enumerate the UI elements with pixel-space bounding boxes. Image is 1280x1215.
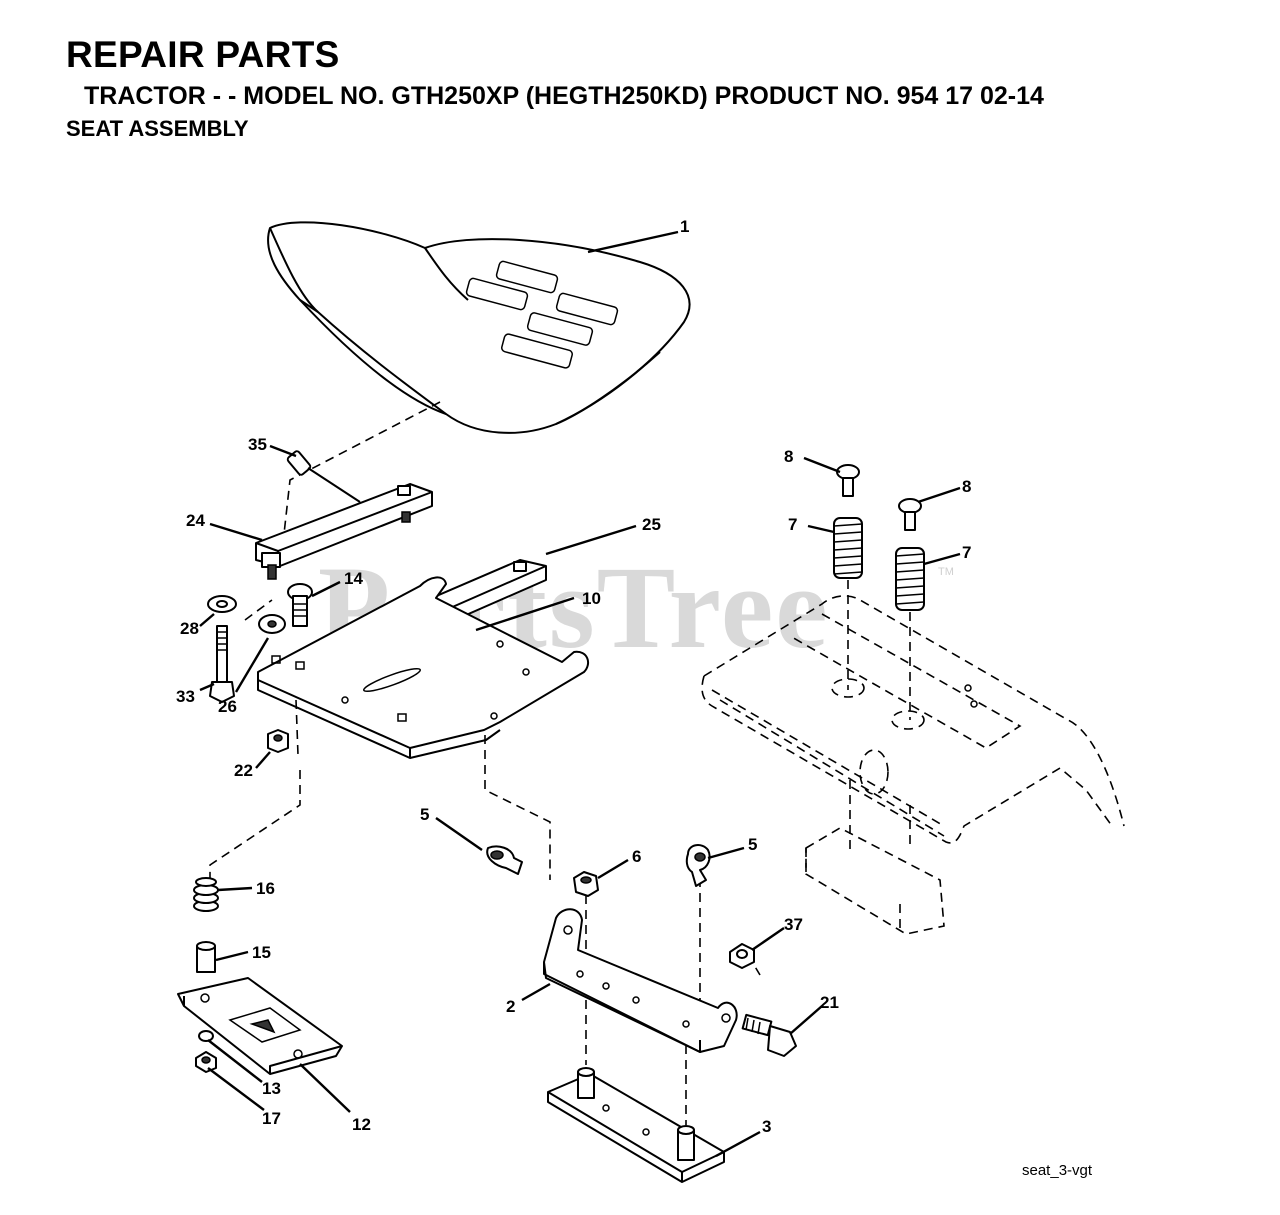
leader-lines (199, 230, 961, 1158)
callout-22: 22 (234, 761, 253, 780)
callout-28: 28 (180, 619, 199, 638)
callout-5-right: 5 (748, 835, 757, 854)
section-title: SEAT ASSEMBLY (66, 116, 249, 141)
seat-switch-drawing (286, 450, 361, 503)
model-line: TRACTOR - - MODEL NO. GTH250XP (HEGTH250… (84, 82, 1044, 110)
callout-33: 33 (176, 687, 195, 706)
callout-3: 3 (762, 1117, 771, 1136)
washer-28-drawing (207, 595, 237, 613)
callout-1: 1 (680, 217, 689, 236)
callout-26: 26 (218, 697, 237, 716)
callout-37: 37 (784, 915, 803, 934)
nut-6-drawing (573, 871, 599, 897)
callout-24: 24 (186, 511, 205, 530)
callout-13: 13 (262, 1079, 281, 1098)
seat-drawing (267, 221, 691, 434)
callout-25: 25 (642, 515, 661, 534)
slide-rail-24-drawing (255, 483, 433, 580)
callout-16: 16 (256, 879, 275, 898)
callout-14: 14 (344, 569, 363, 588)
bolt-21-drawing (741, 1013, 797, 1057)
nut-37-drawing (729, 943, 755, 969)
bolt-8-right-drawing (898, 498, 922, 531)
pivot-bracket-2-drawing (543, 908, 738, 1053)
callout-8-right: 8 (962, 477, 971, 496)
washer-13-drawing (198, 1030, 214, 1042)
callout-10: 10 (582, 589, 601, 608)
callout-8-left: 8 (784, 447, 793, 466)
callout-15: 15 (252, 943, 271, 962)
nut-22-drawing (267, 729, 289, 753)
page-title: REPAIR PARTS (66, 34, 340, 75)
callout-21: 21 (820, 993, 839, 1012)
clip-5-right-drawing (685, 844, 711, 887)
watermark-trademark: TM (938, 566, 954, 578)
bracket-12-drawing (177, 977, 343, 1075)
assembly-guide-lines (209, 401, 911, 1125)
fender-outline-drawing (701, 595, 1125, 935)
spring-7-left-drawing (833, 517, 863, 579)
callout-5-left: 5 (420, 805, 429, 824)
drawing-id: seat_3-vgt (1022, 1162, 1093, 1179)
callout-2: 2 (506, 997, 515, 1016)
callout-6: 6 (632, 847, 641, 866)
callout-35: 35 (248, 435, 267, 454)
bolt-8-left-drawing (836, 464, 860, 497)
callout-numbers: 1 35 24 25 14 10 28 33 26 22 8 8 7 7 5 5… (176, 217, 971, 1136)
washer-26-drawing (258, 614, 286, 634)
callout-17: 17 (262, 1109, 281, 1128)
nut-17-drawing (195, 1051, 217, 1073)
callout-7-left: 7 (788, 515, 797, 534)
plate-3-drawing (547, 1067, 725, 1183)
bolt-14-drawing (287, 583, 313, 627)
bolt-33-drawing (209, 625, 235, 703)
spring-16-drawing (193, 877, 219, 912)
callout-7-right: 7 (962, 543, 971, 562)
spacer-15-drawing (196, 941, 216, 973)
spring-7-right-drawing (895, 547, 925, 611)
seat-pan-drawing (257, 576, 590, 759)
clip-5-left-drawing (486, 845, 523, 875)
callout-12: 12 (352, 1115, 371, 1134)
